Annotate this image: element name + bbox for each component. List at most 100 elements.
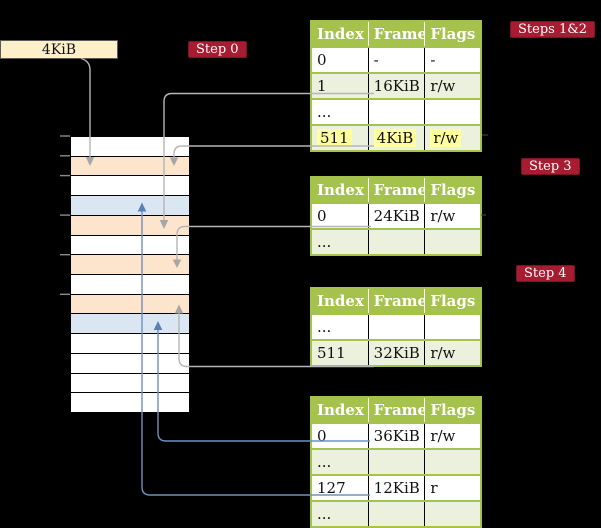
table-cell: 127 (312, 476, 368, 500)
table-row: 0 24KiB r/w (312, 202, 480, 228)
table-row: 0 - - (312, 46, 480, 72)
table-row: ... (312, 98, 480, 124)
table-cell: - (367, 48, 425, 72)
cell-value: - (373, 51, 379, 69)
cell-value: 0 (317, 207, 327, 225)
cell-value: r/w (430, 77, 456, 95)
cell-value: r/w (430, 207, 456, 225)
memory-boundary-ticks (60, 135, 70, 295)
cell-value: 1 (317, 77, 327, 95)
memory-frame-free (71, 234, 189, 255)
cell-value: 32KiB (373, 344, 420, 362)
badge-steps-1-2: Steps 1&2 (510, 21, 596, 38)
cell-value: ... (317, 103, 332, 121)
table-cell: ... (312, 502, 368, 526)
column-header: Index (317, 292, 364, 310)
column-header: Index (317, 401, 364, 419)
table-cell: 511 (312, 126, 368, 150)
memory-frame-pagetable (71, 214, 189, 235)
table-cell: ... (312, 100, 368, 124)
table-cell (424, 502, 480, 526)
memory-frame-free (71, 392, 189, 413)
highlighted-value: 4KiB (373, 129, 417, 147)
memory-frame-pagetable (71, 293, 189, 314)
cell-value: ... (317, 505, 332, 523)
cell-value: 0 (317, 51, 327, 69)
table-cell: 36KiB (367, 424, 425, 448)
column-header: Flags (424, 178, 480, 202)
cell-value: 127 (317, 479, 346, 497)
cell-value: ... (317, 453, 332, 471)
arrow-entry0-to-frame-36kib (153, 321, 370, 442)
table-cell: 0 (312, 48, 368, 72)
table-cell: 0 (312, 424, 368, 448)
root-pointer-box: 4KiB (0, 40, 118, 59)
badge-step-0: Step 0 (188, 41, 247, 58)
memory-frame-pagetable (71, 254, 189, 275)
arrow-entry511-to-frame-32kib (174, 304, 374, 368)
table-cell: ... (312, 450, 368, 474)
table-cell (367, 502, 425, 526)
column-header: Index (317, 25, 364, 43)
table-cell (367, 100, 425, 124)
column-header: Frame (367, 398, 424, 422)
memory-frame-data (71, 195, 189, 215)
cell-value: - (430, 51, 436, 69)
table-cell: 1 (312, 74, 368, 98)
column-header: Flags (424, 289, 480, 313)
table-cell: 24KiB (367, 204, 425, 228)
table-cell (367, 315, 425, 339)
memory-frame-free (71, 274, 189, 294)
table-row: ... (312, 448, 480, 474)
table-cell: 12KiB (367, 476, 425, 500)
table-cell: ... (312, 315, 368, 339)
table-cell (424, 315, 480, 339)
cell-value: 12KiB (373, 479, 420, 497)
table-cell: r/w (424, 424, 480, 448)
cell-value: r/w (430, 344, 456, 362)
table-cell: r/w (424, 341, 480, 365)
column-header: Frame (367, 289, 424, 313)
table-row: ... (312, 500, 480, 526)
table-cell: - (424, 48, 480, 72)
root-pointer-label: 4KiB (41, 41, 77, 58)
arrow-entry511-to-frame-4kib (169, 145, 374, 166)
table-row: ... (312, 228, 480, 254)
cell-value: 511 (317, 344, 346, 362)
memory-frame-free (71, 175, 189, 196)
table-cell: r/w (424, 126, 480, 150)
table-cell (424, 230, 480, 254)
table-cell (424, 100, 480, 124)
table-cell: r (424, 476, 480, 500)
memory-frame-free (71, 333, 189, 353)
table-cell (367, 230, 425, 254)
arrow-entry127-to-frame-12kib (137, 202, 370, 496)
cropped-line-stubs (481, 134, 488, 216)
memory-frame-free (71, 372, 189, 393)
table-cell: 16KiB (367, 74, 425, 98)
arrow-entry0-to-frame-24kib (172, 225, 371, 268)
memory-frame-free (71, 137, 189, 156)
column-header: Index (317, 181, 364, 199)
column-header: Frame (367, 22, 424, 46)
physical-memory-stack (70, 136, 190, 413)
highlighted-value: r/w (430, 129, 462, 147)
cell-value: 36KiB (373, 427, 420, 445)
cell-value: ... (317, 318, 332, 336)
cell-value: 0 (317, 427, 327, 445)
table-row: 511 32KiB r/w (312, 339, 480, 365)
cell-value: 16KiB (373, 77, 420, 95)
table-cell (424, 450, 480, 474)
table-cell: 511 (312, 341, 368, 365)
table-cell: r/w (424, 74, 480, 98)
